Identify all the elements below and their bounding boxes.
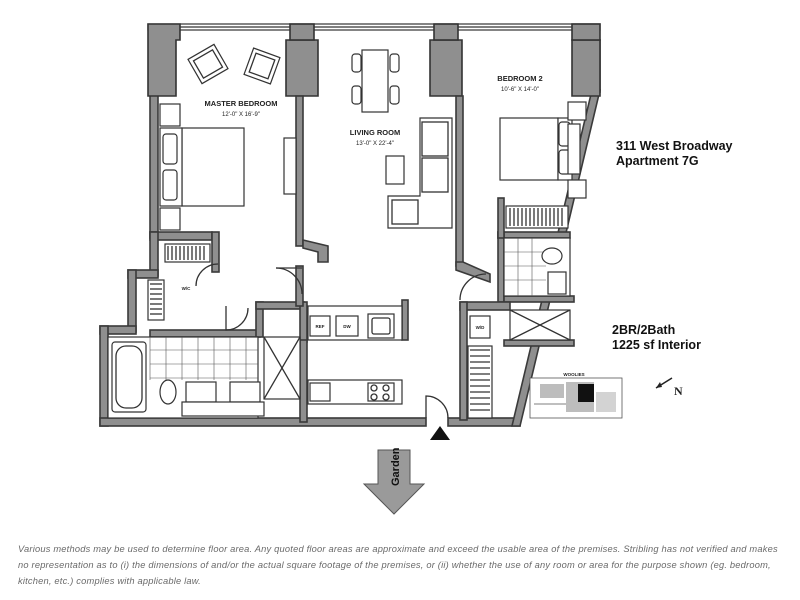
ref-label: REF <box>316 324 325 329</box>
doors <box>195 263 487 301</box>
master-bedroom-furniture <box>159 43 297 231</box>
bedroom-2-dims: 10'-6" X 14'-0" <box>501 87 539 93</box>
wd-label: W/D <box>476 325 485 330</box>
closets: W/C <box>147 205 569 419</box>
living-room-dims: 13'-0" X 22'-4" <box>356 141 394 147</box>
columns <box>147 23 601 97</box>
interior-walls <box>149 95 575 423</box>
summary-area: 1225 sf Interior <box>612 338 701 352</box>
summary-block: 2BR/2Bath 1225 sf Interior <box>612 323 701 353</box>
bedroom-2-bath: W/D <box>469 237 571 341</box>
garden-arrow-icon: Garden <box>362 447 426 515</box>
master-bedroom-label: MASTER BEDROOM <box>205 99 278 108</box>
master-bedroom-dims: 12'-0" X 16'-9" <box>222 112 260 118</box>
living-room-label: LIVING ROOM <box>350 128 400 137</box>
north-arrow-icon <box>655 377 673 389</box>
bedroom-2-label: BEDROOM 2 <box>497 74 542 83</box>
address-apartment: Apartment 7G <box>616 154 699 168</box>
key-plan: WOOLIES <box>529 372 623 419</box>
closet-label: W/C <box>182 286 191 291</box>
master-bath <box>107 306 301 419</box>
dw-label: DW <box>343 324 351 329</box>
bedroom-2-furniture <box>499 101 587 199</box>
address-block: 311 West Broadway Apartment 7G <box>616 139 733 169</box>
garden-label: Garden <box>390 447 402 486</box>
entry-marker-icon <box>430 426 450 440</box>
living-room-furniture <box>351 49 453 229</box>
address-street: 311 West Broadway <box>616 139 733 153</box>
summary-layout: 2BR/2Bath <box>612 323 676 337</box>
kitchen: REF DW <box>307 305 450 440</box>
north-label: N <box>674 384 683 398</box>
disclaimer-text: Various methods may be used to determine… <box>18 544 778 586</box>
keyplan-label: WOOLIES <box>563 372 584 377</box>
